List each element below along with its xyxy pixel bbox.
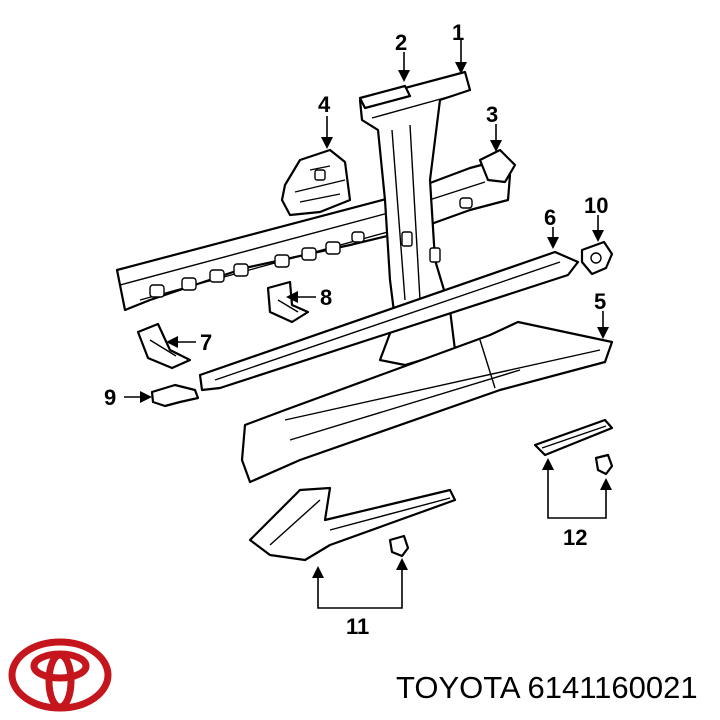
leader-lines <box>124 40 612 609</box>
part-8-bracket <box>266 280 310 324</box>
part-10-clip <box>580 240 614 276</box>
callout-9: 9 <box>104 385 116 410</box>
part-4-bracket <box>280 148 352 217</box>
part-9-pad <box>150 383 200 408</box>
callout-8: 8 <box>320 285 332 310</box>
callout-10: 10 <box>584 193 608 218</box>
part-11-rocker-molding <box>248 486 457 562</box>
callout-11: 11 <box>346 614 369 639</box>
part-6-sill-reinforcement <box>198 250 580 392</box>
part-2-cap <box>358 84 412 110</box>
part-3-patch <box>478 148 517 184</box>
toyota-logo-icon <box>8 638 112 712</box>
callout-3: 3 <box>486 102 498 127</box>
part-5-outer-rocker <box>240 320 614 484</box>
callout-5: 5 <box>594 289 606 314</box>
part-11-clip <box>388 534 410 558</box>
part-7-bracket <box>136 322 192 370</box>
callout-2: 2 <box>395 30 407 55</box>
part-12-clip <box>594 453 614 476</box>
callout-1: 1 <box>452 20 464 45</box>
callout-4: 4 <box>318 92 331 117</box>
part-12-molding-strip <box>533 418 614 457</box>
callout-7: 7 <box>200 330 212 355</box>
part-number-caption: TOYOTA 6141160021 <box>396 670 698 705</box>
callout-labels: 1 2 3 4 5 6 7 8 9 10 11 12 <box>104 20 608 639</box>
callout-12: 12 <box>563 525 587 550</box>
callout-6: 6 <box>544 205 556 230</box>
